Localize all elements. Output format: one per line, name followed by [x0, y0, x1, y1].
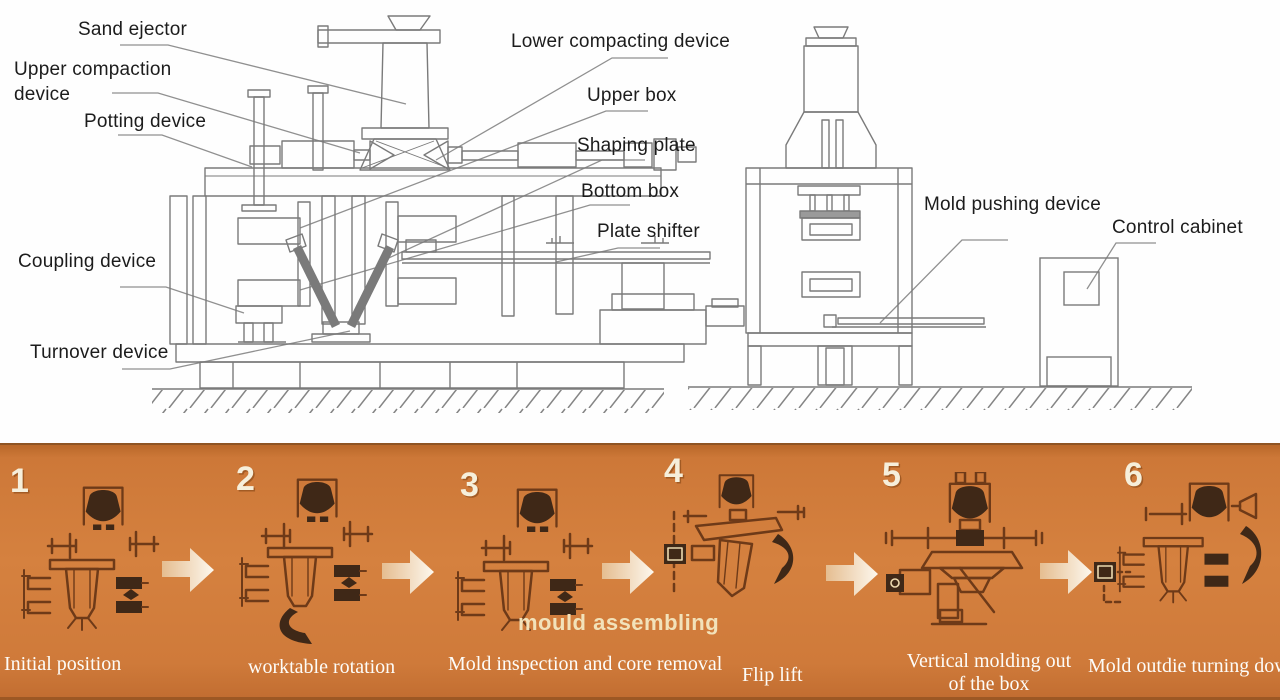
step-3-caption: Mold inspection and core removal — [448, 653, 723, 675]
step-2-machine-icon — [239, 478, 374, 644]
control-cabinet-drawing — [1039, 257, 1119, 387]
mould-assembling-annotation: mould assembling — [518, 610, 720, 635]
step-6-number: 6 — [1124, 456, 1143, 494]
label-control-cabinet: Control cabinet — [1112, 217, 1243, 238]
flow-arrow-4 — [826, 552, 878, 596]
label-shaping-plate: Shaping plate — [577, 135, 696, 156]
machine-line-drawing — [112, 15, 1192, 413]
label-lower-compacting-device: Lower compacting device — [511, 31, 730, 52]
flow-arrow-1 — [162, 548, 214, 592]
process-flow-section: 1 2 3 4 5 6 — [0, 443, 1280, 700]
step-5-number: 5 — [882, 456, 901, 494]
label-sand-ejector: Sand ejector — [78, 19, 188, 40]
flip-arrow — [772, 534, 794, 584]
flow-arrow-2 — [382, 550, 434, 594]
rotation-arrow — [279, 608, 312, 644]
label-upper-box: Upper box — [587, 85, 677, 106]
step-1-caption: Initial position — [4, 653, 122, 675]
step-3-number: 3 — [460, 466, 479, 504]
step-2-caption: worktable rotation — [248, 656, 396, 678]
label-bottom-box: Bottom box — [581, 181, 680, 202]
label-coupling-device: Coupling device — [18, 251, 157, 272]
right-machine-drawing — [688, 26, 1192, 410]
step-1-machine-icon — [21, 486, 160, 631]
step-5-machine-icon — [884, 472, 1044, 626]
flow-arrow-3 — [602, 550, 654, 594]
label-plate-shifter: Plate shifter — [597, 221, 700, 242]
step-4-machine-icon — [664, 474, 806, 598]
label-mold-pushing-device: Mold pushing device — [924, 194, 1102, 215]
machine-diagram-section: Sand ejector Upper compaction device Pot… — [14, 15, 1243, 413]
label-potting-device: Potting device — [84, 111, 207, 132]
left-machine-drawing — [152, 15, 711, 413]
step-3-machine-icon — [455, 488, 594, 631]
step-4-number: 4 — [664, 452, 683, 490]
step-1-number: 1 — [10, 462, 29, 500]
flow-arrow-5 — [1040, 550, 1092, 594]
step-5-caption: Vertical molding out of the box — [906, 650, 1072, 695]
step-6-caption-2: die turning down — [1162, 655, 1280, 677]
step-4-caption: Flip lift — [742, 664, 803, 686]
label-turnover-device: Turnover device — [30, 342, 169, 363]
step-2-number: 2 — [236, 460, 255, 498]
label-upper-compaction-device: Upper compaction device — [14, 59, 172, 105]
turn-down-arrow — [1240, 526, 1262, 584]
step-6-caption: Mold out — [1088, 655, 1162, 677]
step-6-machine-icon — [1094, 482, 1262, 604]
